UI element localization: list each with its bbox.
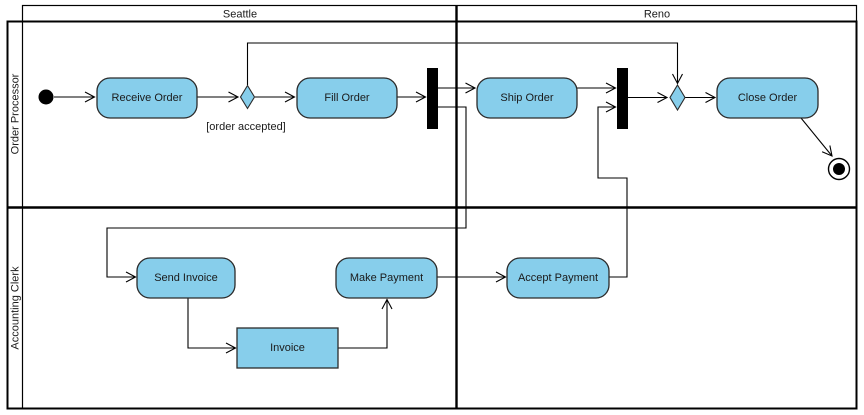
activity-close-order[interactable]: Close Order	[716, 77, 819, 119]
merge-diamond[interactable]	[669, 83, 686, 112]
svg-text:Send Invoice: Send Invoice	[154, 272, 218, 284]
lane-header-seattle: Seattle	[223, 9, 257, 21]
edge-decision-bypass-to-merge	[246, 42, 683, 85]
activity-fill-order[interactable]: Fill Order	[296, 77, 398, 119]
edge-send-invoice-to-invoice	[187, 298, 237, 354]
initial-node[interactable]	[38, 89, 54, 105]
join-bar[interactable]	[617, 68, 628, 129]
nodes: Receive Order [order accepted] Fill Orde…	[38, 68, 851, 369]
activity-accept-payment[interactable]: Accept Payment	[506, 257, 610, 299]
lane-header-reno: Reno	[644, 9, 670, 21]
swimlane-frame: Seattle Reno Order Processor Accounting …	[6, 4, 858, 410]
svg-text:Close Order: Close Order	[738, 92, 798, 104]
fork-bar[interactable]	[427, 68, 438, 129]
lane-body-frame	[6, 20, 858, 410]
activity-send-invoice[interactable]: Send Invoice	[136, 257, 236, 299]
svg-text:Invoice: Invoice	[270, 342, 305, 354]
svg-text:Ship Order: Ship Order	[500, 92, 554, 104]
svg-text:Accept Payment: Accept Payment	[518, 272, 598, 284]
edge-fork-to-send-invoice	[106, 106, 467, 283]
final-node[interactable]	[827, 157, 851, 181]
edge-close-order-to-final	[800, 117, 833, 157]
lane-header-accounting-clerk: Accounting Clerk	[10, 266, 22, 350]
object-node-invoice[interactable]: Invoice	[236, 327, 339, 369]
activity-ship-order[interactable]: Ship Order	[476, 77, 578, 119]
guard-label: [order accepted]	[206, 121, 286, 133]
decision-diamond[interactable]	[239, 84, 256, 110]
svg-text:Receive Order: Receive Order	[112, 92, 183, 104]
activity-receive-order[interactable]: Receive Order	[96, 77, 198, 119]
edge-invoice-to-make-payment	[338, 298, 393, 349]
lane-header-order-processor: Order Processor	[10, 73, 22, 154]
lane-header-band	[21, 4, 858, 23]
edge-accept-payment-to-join	[597, 101, 628, 278]
activity-make-payment[interactable]: Make Payment	[335, 257, 438, 299]
svg-text:Fill Order: Fill Order	[324, 92, 370, 104]
svg-text:Make Payment: Make Payment	[350, 272, 423, 284]
edges	[54, 42, 833, 354]
